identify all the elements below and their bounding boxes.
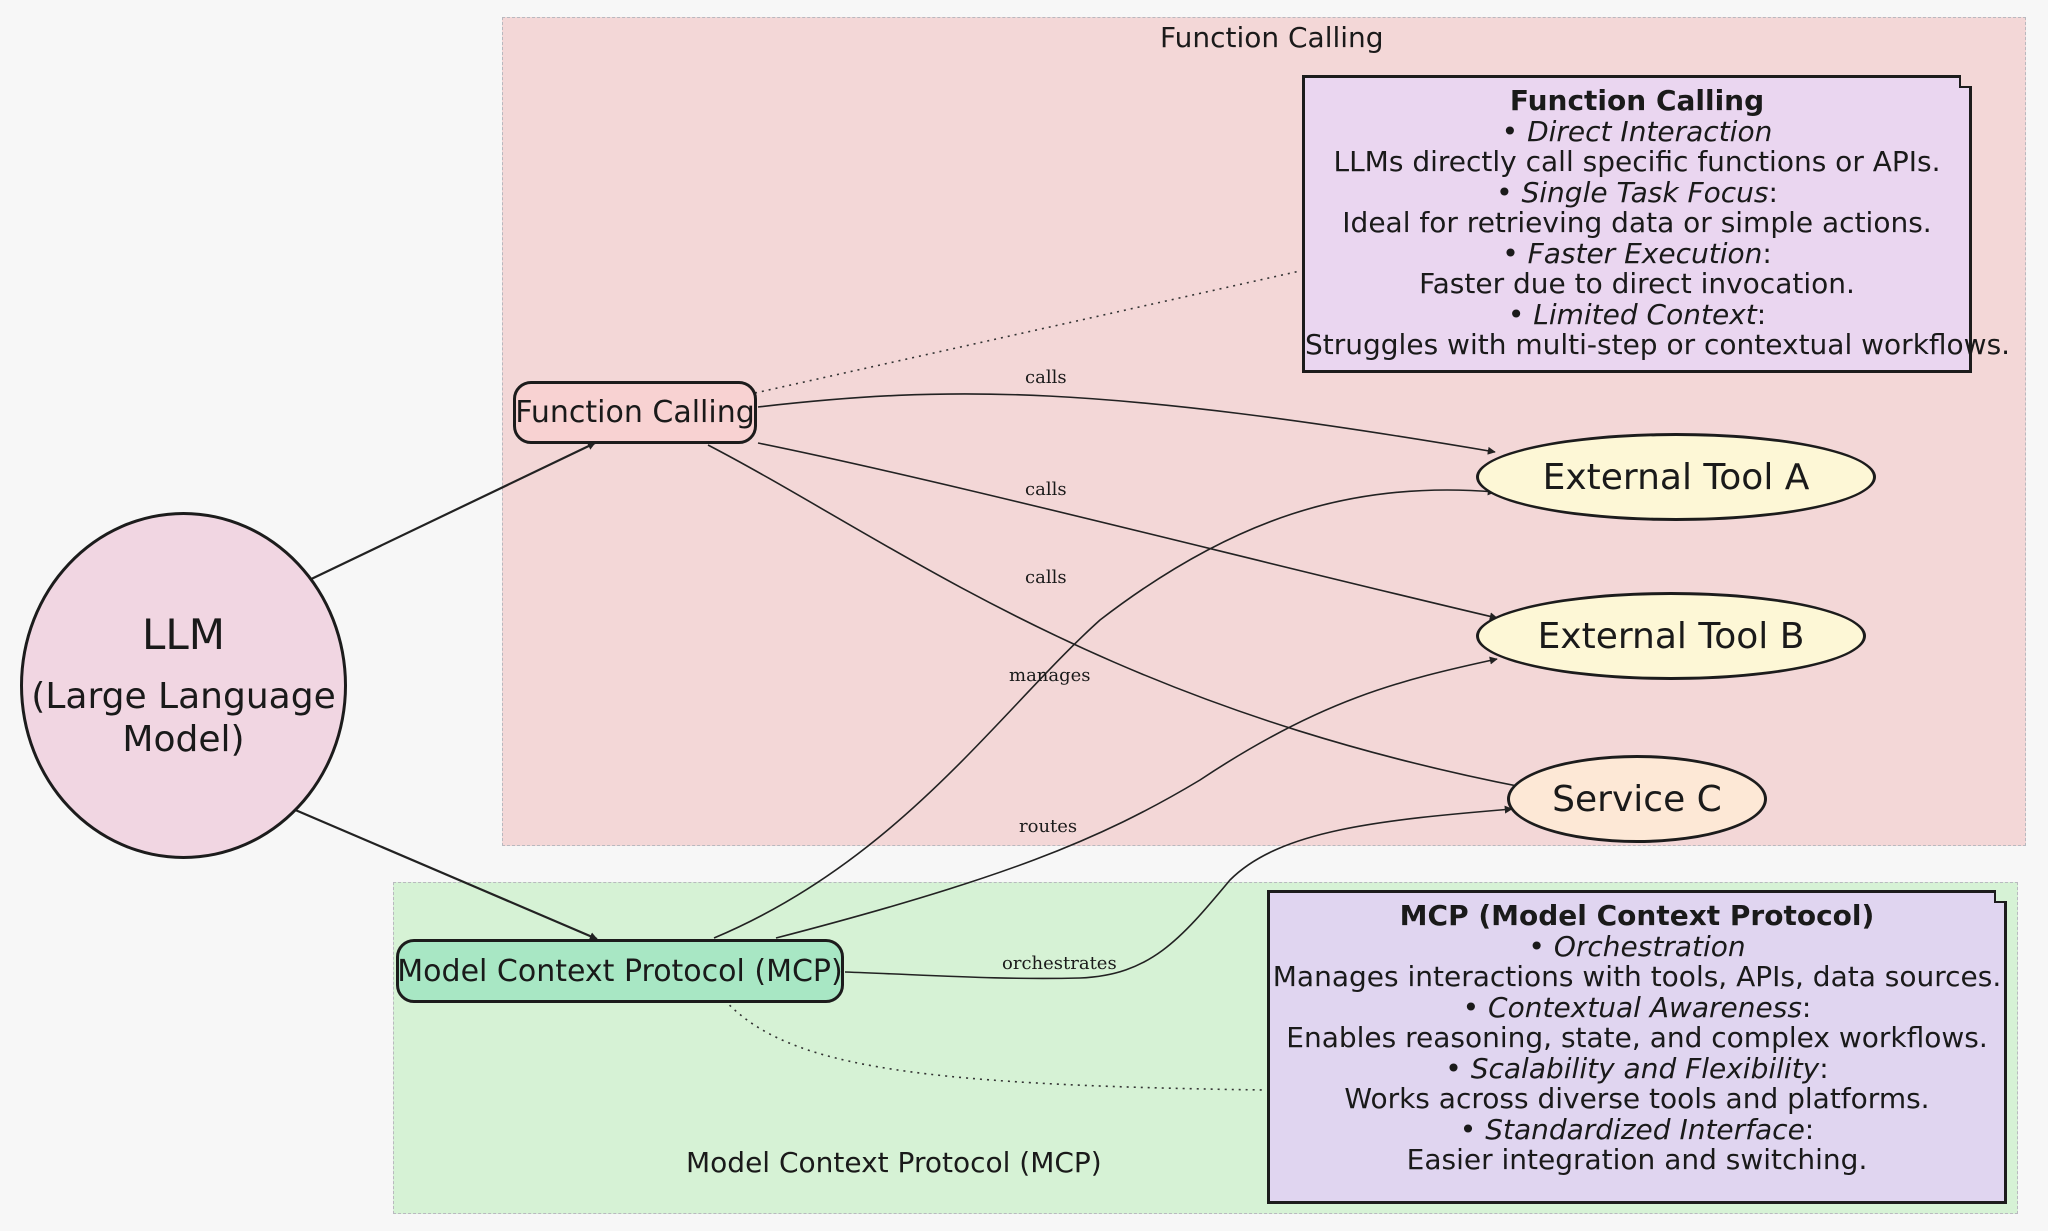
note-link-mcp [719,994,1266,1091]
note-item-label: Faster Execution [1527,236,1763,270]
edge-routes-tool-b [775,656,1498,939]
note-item-label: Direct Interaction [1527,114,1773,148]
function-calling-node: Function Calling [513,381,757,444]
note-item-heading: • Direct Interaction [1501,114,1773,148]
note-item-suffix: : [1801,990,1812,1024]
edge-llm-to-function-calling [304,442,596,583]
note-item-heading: • Single Task Focus: [1496,175,1778,209]
edge-label-calls-b: calls [1025,479,1067,500]
edge-label-calls-c: calls [1025,567,1067,588]
note-title: Function Calling [1509,84,1765,117]
note-item-heading: • Limited Context: [1507,297,1767,331]
note-item-desc: Works across diverse tools and platforms… [1344,1082,1930,1115]
note-item-heading: • Orchestration [1528,929,1746,963]
edge-label-manages: manages [1009,665,1091,686]
edge-calls-service-c [707,444,1528,791]
edge-label-orchestrates: orchestrates [1002,953,1117,974]
note-item-desc: LLMs directly call specific functions or… [1333,145,1941,178]
note-item-label: Standardized Interface [1485,1112,1805,1146]
mcp-note: MCP (Model Context Protocol) • Orchestra… [1267,890,2007,1204]
external-tool-b-node: External Tool B [1476,592,1866,680]
edge-manages-tool-a [713,487,1496,939]
mcp-cluster-title: Model Context Protocol (MCP) [686,1146,1102,1179]
note-item-desc: Enables reasoning, state, and complex wo… [1286,1021,1988,1054]
llm-node: LLM (Large Language Model) [20,512,347,859]
note-item-desc: Faster due to direct invocation. [1419,267,1855,300]
edge-label-routes: routes [1019,816,1078,837]
edge-calls-tool-b [757,442,1498,621]
note-item-heading: • Faster Execution: [1502,236,1772,270]
note-item-desc: Struggles with multi-step or contextual … [1305,328,2011,361]
note-item-suffix: : [1819,1051,1829,1085]
note-item-label: Orchestration [1553,929,1746,963]
note-title: MCP (Model Context Protocol) [1399,899,1875,932]
note-item-suffix: : [1768,175,1778,209]
note-item-label: Scalability and Flexibility [1470,1051,1820,1085]
edge-llm-to-mcp [292,807,598,941]
note-item-suffix: : [1756,297,1767,331]
external-tool-a-node: External Tool A [1476,433,1876,521]
note-item-heading: • Standardized Interface: [1459,1112,1815,1146]
note-item-label: Contextual Awareness [1488,990,1802,1024]
edge-calls-tool-a [757,393,1496,455]
llm-title: LLM [141,610,226,660]
note-item-label: Single Task Focus [1521,175,1769,209]
function-calling-note: Function Calling • Direct Interaction LL… [1302,75,2011,373]
note-item-suffix: : [1804,1112,1815,1146]
note-item-desc: Easier integration and switching. [1406,1143,1868,1176]
note-item-heading: • Scalability and Flexibility: [1445,1051,1829,1085]
note-item-suffix: : [1762,236,1772,270]
edge-orchestrates-service-c [844,805,1513,980]
service-c-node: Service C [1507,755,1767,843]
note-item-label: Limited Context [1533,297,1757,331]
edge-label-calls-a: calls [1025,367,1067,388]
function-calling-cluster-title: Function Calling [1160,21,1384,54]
note-item-heading: • Contextual Awareness: [1462,990,1812,1024]
mcp-node: Model Context Protocol (MCP) [396,939,844,1003]
note-item-desc: Ideal for retrieving data or simple acti… [1342,206,1932,239]
llm-subtitle: (Large Language Model) [31,675,336,760]
note-item-desc: Manages interactions with tools, APIs, d… [1272,960,2002,993]
